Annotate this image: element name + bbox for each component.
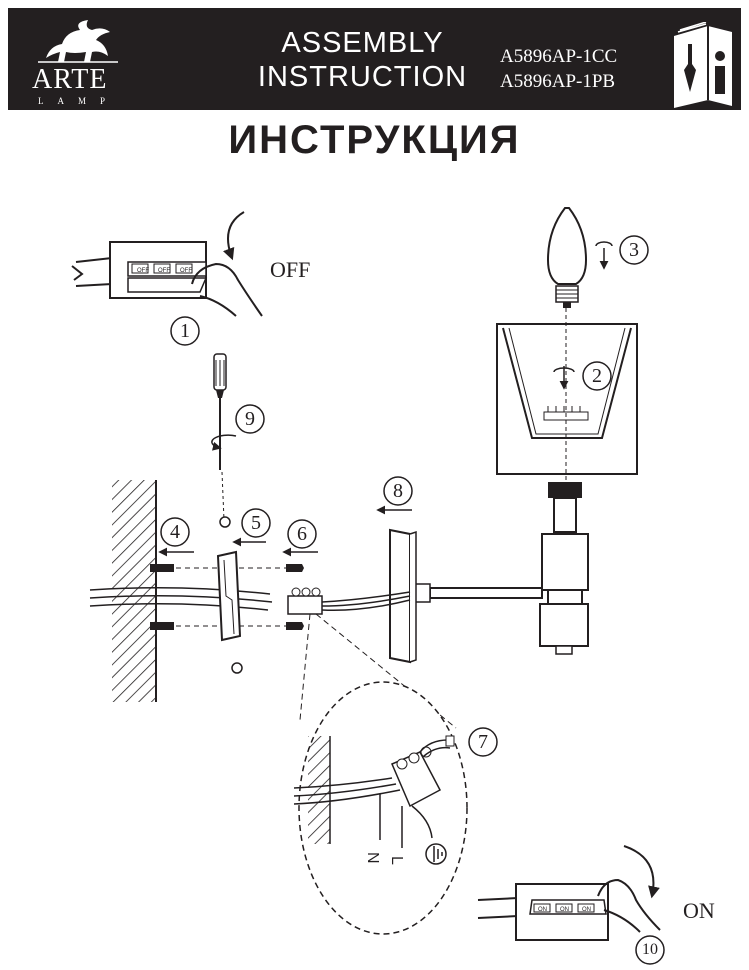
wall-hatch	[112, 480, 156, 702]
wall-plate	[376, 505, 417, 664]
title-line-2: INSTRUCTION	[257, 61, 468, 93]
screwdriver-icon	[211, 353, 237, 521]
step-number: 2	[592, 365, 602, 387]
key-label: OFF	[137, 268, 149, 274]
wiring-detail-callout	[298, 681, 468, 935]
step-number: 7	[478, 731, 488, 753]
header-bar: ARTE LAMP ASSEMBLY INSTRUCTION A5896AP-1…	[8, 8, 741, 110]
key-label: OFF	[158, 268, 170, 274]
ground-symbol-icon	[425, 843, 447, 865]
step-number: 4	[170, 521, 180, 543]
step-number: 5	[251, 512, 261, 534]
assembly-title: ASSEMBLY INSTRUCTION	[240, 26, 485, 94]
instruction-book-icon	[674, 22, 732, 108]
lamp-body	[413, 482, 589, 655]
title-line-1: ASSEMBLY	[281, 27, 444, 59]
mains-cable	[89, 587, 273, 611]
off-label: OFF	[270, 257, 311, 282]
brand-name: ARTE	[32, 64, 108, 95]
model-number: A5896AP-1CC	[500, 46, 618, 67]
rotate-arrow-icon	[223, 211, 245, 261]
key-label: ON	[582, 907, 591, 913]
key-label: OFF	[180, 268, 192, 274]
key-label: ON	[538, 907, 547, 913]
step-number: 1	[180, 320, 190, 342]
brand-sub: LAMP	[38, 96, 120, 106]
lamp-shade	[496, 308, 638, 482]
model-numbers: A5896AP-1CC A5896AP-1PB	[500, 44, 617, 94]
switch-off-illustration	[71, 211, 263, 317]
step-number: 9	[245, 408, 255, 430]
step-number: 8	[393, 480, 403, 502]
brand-logo: ARTE LAMP	[26, 18, 126, 106]
griffin-logo-icon	[38, 20, 118, 63]
step-number: 6	[297, 523, 307, 545]
main-title: ИНСТРУКЦИЯ	[228, 118, 521, 162]
light-bulb	[546, 207, 613, 308]
hand-icon	[191, 262, 263, 317]
switch-on-illustration	[477, 845, 661, 941]
mounting-bracket	[150, 516, 318, 674]
step-number: 10	[642, 941, 658, 958]
neutral-wire-label: N	[364, 852, 381, 864]
terminal-block	[287, 587, 411, 615]
live-wire-label: L	[388, 856, 405, 865]
terminal-block-detail	[391, 735, 455, 808]
key-label: ON	[560, 907, 569, 913]
model-number: A5896AP-1PB	[500, 71, 616, 92]
step-number: 3	[629, 239, 639, 261]
on-label: ON	[683, 898, 715, 923]
